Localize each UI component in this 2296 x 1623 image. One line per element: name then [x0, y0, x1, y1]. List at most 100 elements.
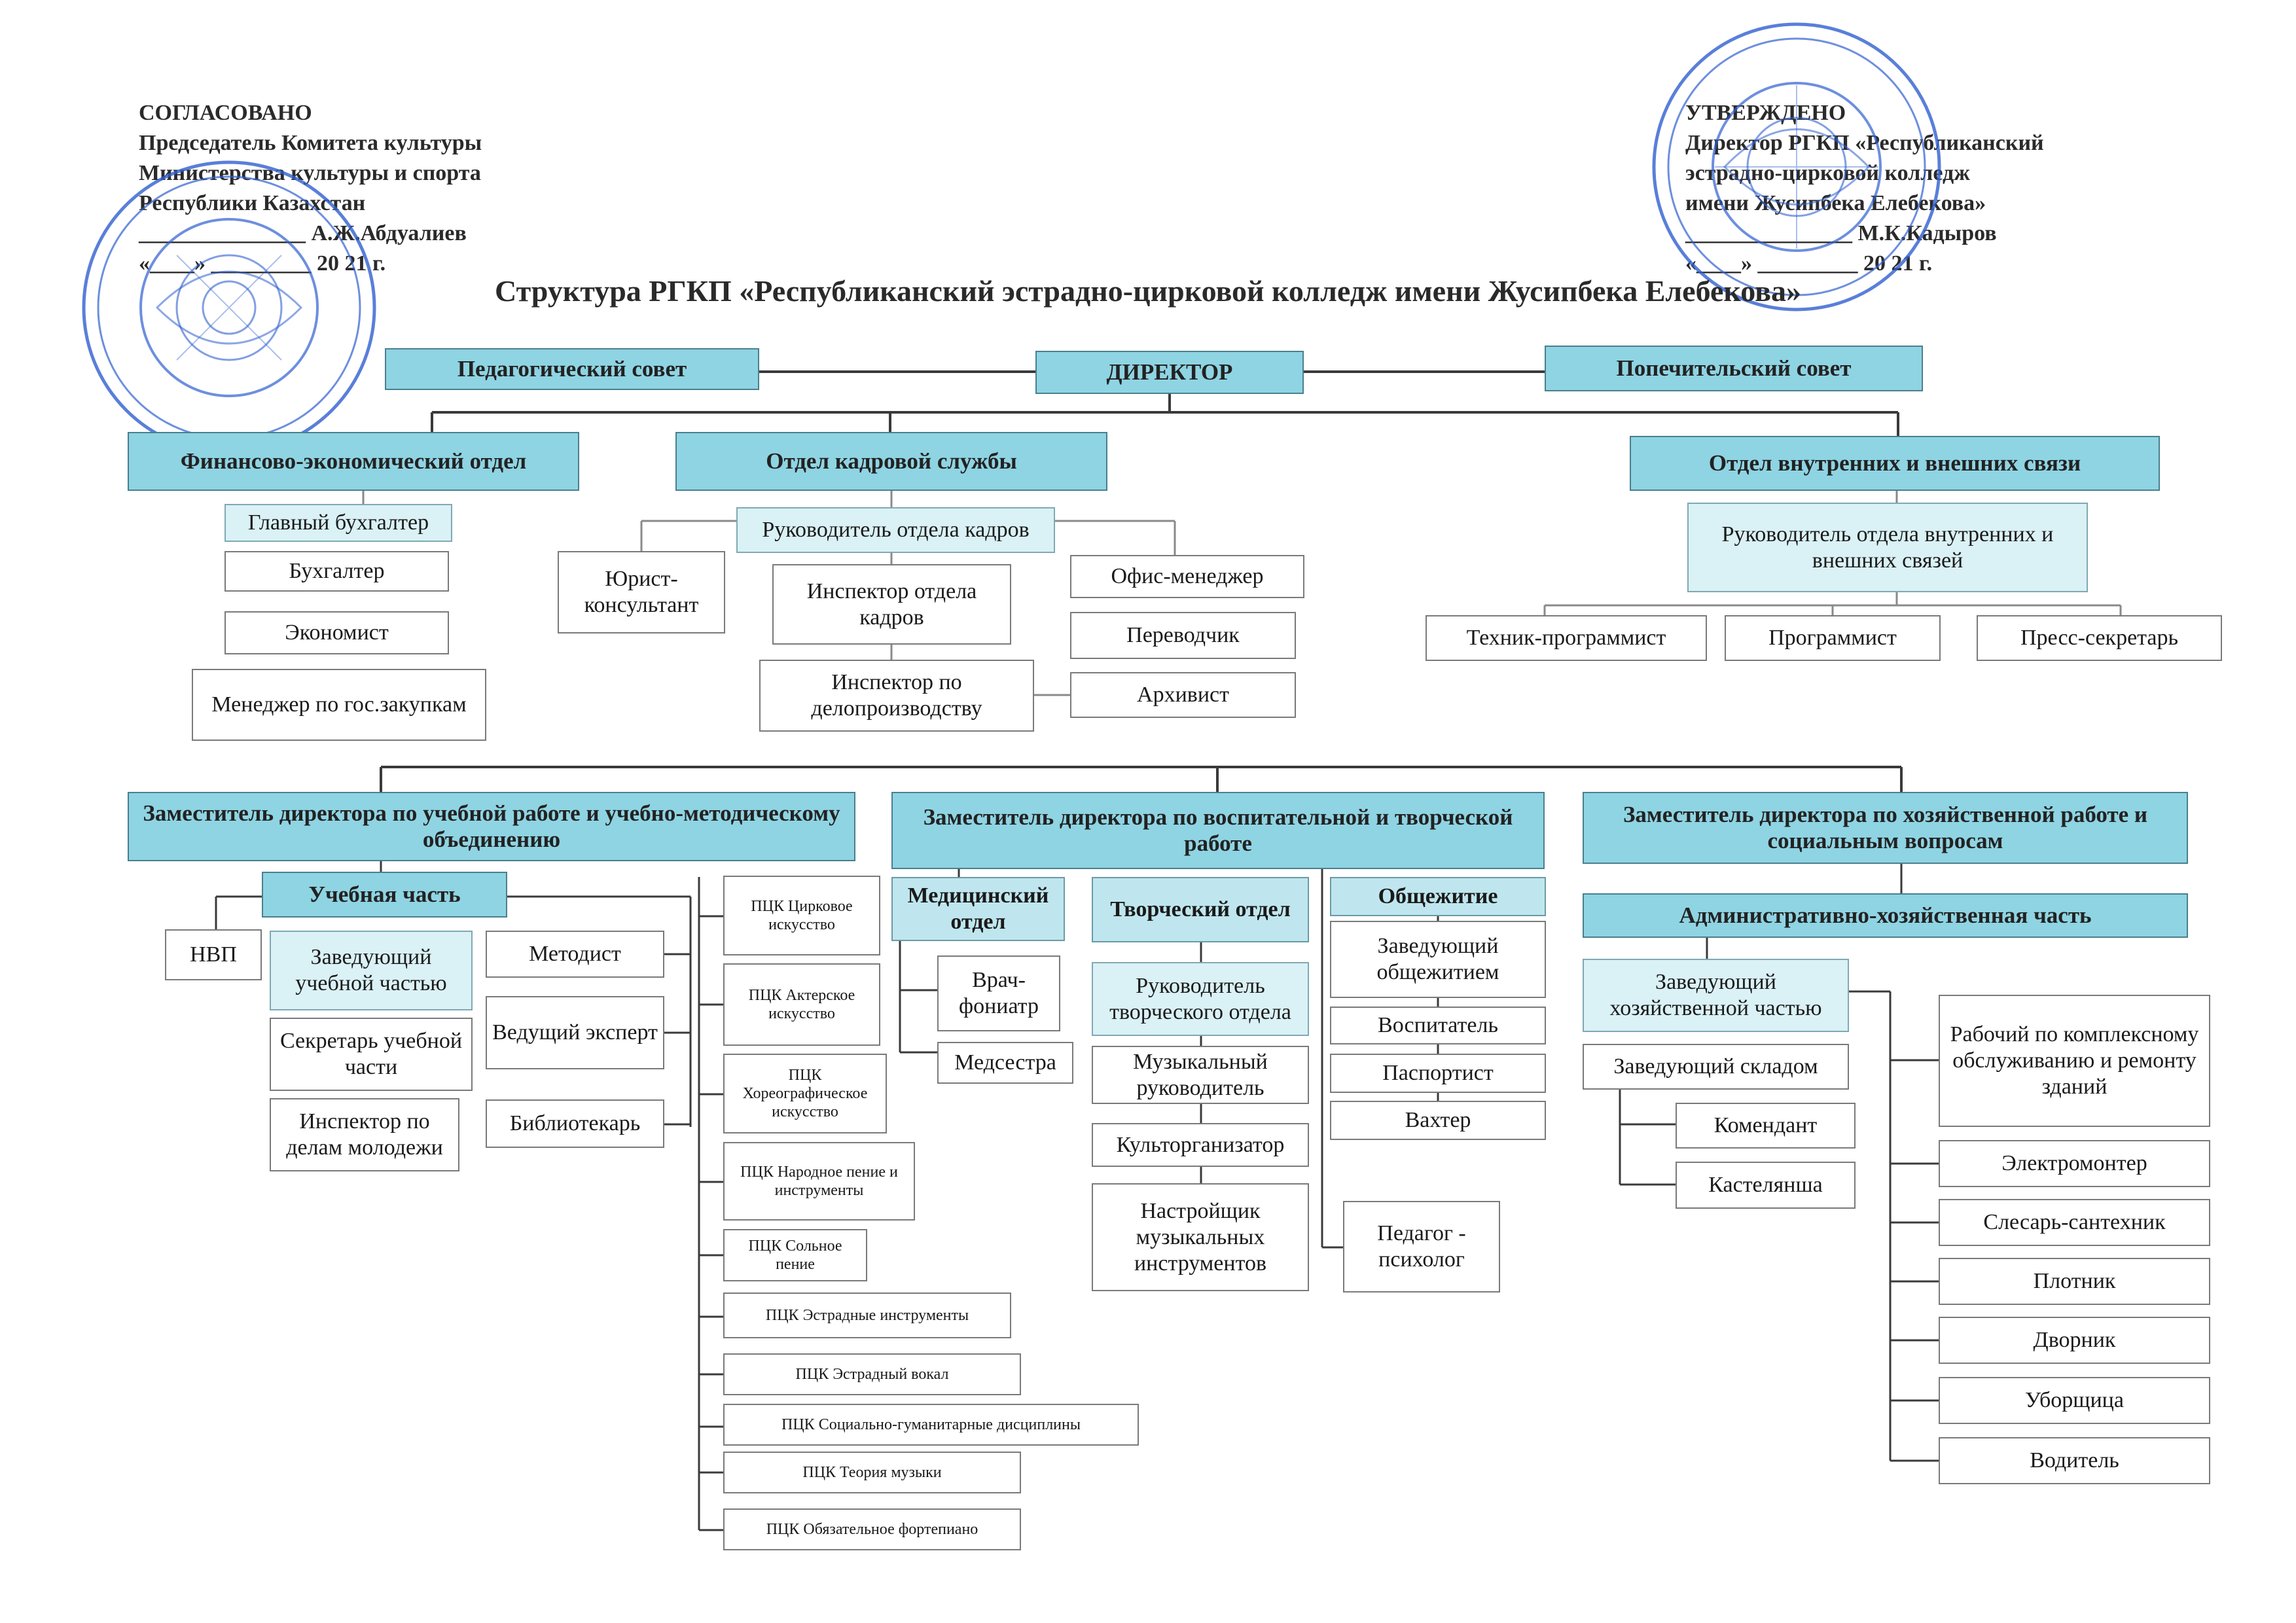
pck-item: ПЦК Эстрадный вокал: [723, 1353, 1021, 1395]
chief-accountant-box: Главный бухгалтер: [224, 504, 452, 542]
finance-dept-box: Финансово-экономический отдел: [128, 432, 579, 491]
relations-item: Техник-программист: [1426, 615, 1707, 661]
creative-item: Культорганизатор: [1092, 1123, 1309, 1167]
pck-estrada-instr-label: ПЦК Эстрадные инструменты: [765, 1307, 969, 1324]
agreed-block: СОГЛАСОВАНО Председатель Комитета культу…: [139, 98, 482, 279]
pck-piano-label: ПЦК Обязательное фортепиано: [766, 1521, 978, 1538]
staff-item: Дворник: [1939, 1317, 2210, 1364]
approved-line1: Директор РГКП «Республиканский: [1685, 131, 2044, 155]
deputy-economic-label: Заместитель директора по хозяйственной р…: [1623, 802, 2148, 853]
creative-dept-box: Творческий отдел: [1092, 877, 1309, 942]
hr-head-label: Руководитель отдела кадров: [762, 518, 1030, 542]
household-head-box: Заведующий хозяйственной частью: [1583, 959, 1849, 1032]
right-stamp-icon: [1652, 22, 1941, 312]
pck-circus-label: ПЦК Цирковое искусство: [751, 898, 853, 933]
janitor-label: Дворник: [2033, 1328, 2116, 1352]
linen-keeper-label: Кастелянша: [1708, 1173, 1823, 1197]
ped-council-label: Педагогический совет: [457, 356, 687, 382]
pck-item: ПЦК Хореографическое искусство: [723, 1054, 887, 1133]
admin-part-label: Административно-хозяйственная часть: [1679, 902, 2092, 928]
finance-item: Менеджер по гос.закупкам: [192, 669, 486, 741]
pck-acting-label: ПЦК Актерское искусство: [748, 987, 855, 1022]
tech-programmer-label: Техник-программист: [1466, 626, 1666, 650]
pck-item: ПЦК Социально-гуманитарные дисциплины: [723, 1404, 1139, 1446]
agreed-line1: Председатель Комитета культуры: [139, 131, 482, 155]
nurse-box: Медсестра: [937, 1042, 1073, 1084]
pck-humanities-label: ПЦК Социально-гуманитарные дисциплины: [781, 1416, 1081, 1433]
warehouse-head-label: Заведующий складом: [1613, 1054, 1818, 1079]
office-manager-label: Офис-менеджер: [1111, 564, 1264, 588]
finance-item: Экономист: [224, 611, 449, 654]
dorm-item: Вахтер: [1330, 1101, 1546, 1140]
study-part-label: Учебная часть: [308, 882, 461, 907]
accountant-label: Бухгалтер: [289, 559, 385, 583]
relations-item: Пресс-секретарь: [1977, 615, 2222, 661]
commandant-label: Комендант: [1713, 1113, 1818, 1137]
expert-label: Ведущий эксперт: [492, 1020, 658, 1044]
deputy-academic-label: Заместитель директора по учебной работе …: [143, 800, 840, 852]
staff-item: Электромонтер: [1939, 1140, 2210, 1187]
librarian-box: Библиотекарь: [486, 1099, 664, 1148]
lawyer-box: Юрист-консультант: [558, 551, 725, 633]
dorm-item: Паспортист: [1330, 1054, 1546, 1093]
music-director-label: Музыкальный руководитель: [1133, 1049, 1268, 1100]
docs-inspector-label: Инспектор по делопроизводству: [811, 670, 982, 721]
ped-council-box: Педагогический совет: [385, 348, 759, 390]
staff-item: Рабочий по комплексному обслуживанию и р…: [1939, 995, 2210, 1127]
dorm-label: Общежитие: [1378, 884, 1498, 908]
staff-item: Уборщица: [1939, 1377, 2210, 1424]
office-manager-box: Офис-менеджер: [1070, 555, 1304, 598]
pck-item: ПЦК Цирковое искусство: [723, 876, 880, 955]
piano-tuner-label: Настройщик музыкальных инструментов: [1134, 1198, 1267, 1275]
page-title: Структура РГКП «Республиканский эстрадно…: [494, 274, 1802, 308]
warehouse-head-box: Заведующий складом: [1583, 1044, 1849, 1090]
linen-keeper-box: Кастелянша: [1676, 1162, 1856, 1209]
tutor-label: Воспитатель: [1378, 1013, 1498, 1037]
deputy-economic-box: Заместитель директора по хозяйственной р…: [1583, 792, 2188, 864]
pck-item: ПЦК Обязательное фортепиано: [723, 1508, 1021, 1550]
passport-officer-label: Паспортист: [1382, 1061, 1494, 1085]
director-box: ДИРЕКТОР: [1035, 351, 1304, 394]
hr-head-box: Руководитель отдела кадров: [736, 507, 1055, 553]
study-head-box: Заведующий учебной частью: [270, 931, 473, 1010]
nvp-label: НВП: [190, 942, 237, 967]
creative-item: Руководитель творческого отдела: [1092, 962, 1309, 1036]
deputy-academic-box: Заместитель директора по учебной работе …: [128, 792, 855, 861]
staff-item: Водитель: [1939, 1437, 2210, 1484]
carpenter-label: Плотник: [2033, 1269, 2116, 1293]
deputy-education-box: Заместитель директора по воспитательной …: [891, 792, 1545, 869]
hr-dept-box: Отдел кадровой службы: [675, 432, 1107, 491]
agreed-label: СОГЛАСОВАНО: [139, 101, 312, 125]
translator-label: Переводчик: [1126, 623, 1240, 647]
study-part-box: Учебная часть: [262, 872, 507, 918]
dorm-item: Воспитатель: [1330, 1007, 1546, 1044]
procurement-manager-label: Менеджер по гос.закупкам: [211, 692, 467, 717]
dorm-box: Общежитие: [1330, 877, 1546, 916]
agreed-date: «____» _________ 20 21 г.: [139, 251, 386, 276]
agreed-signature: _______________ А.Ж.Абдуалиев: [139, 221, 467, 245]
relations-head-box: Руководитель отдела внутренних и внешних…: [1687, 503, 2088, 592]
watchman-label: Вахтер: [1405, 1108, 1471, 1132]
medical-dept-box: Медицинский отдел: [891, 877, 1065, 941]
translator-box: Переводчик: [1070, 612, 1296, 659]
relations-head-label: Руководитель отдела внутренних и внешних…: [1721, 522, 2054, 573]
dorm-head-label: Заведующий общежитием: [1376, 934, 1499, 984]
admin-part-box: Административно-хозяйственная часть: [1583, 893, 2188, 938]
director-label: ДИРЕКТОР: [1106, 359, 1233, 385]
creative-head-label: Руководитель творческого отдела: [1109, 973, 1291, 1024]
pck-theory-label: ПЦК Теория музыки: [802, 1464, 942, 1481]
agreed-line3: Республики Казахстан: [139, 191, 366, 215]
pck-item: ПЦК Народное пение и инструменты: [723, 1142, 915, 1221]
docs-inspector-box: Инспектор по делопроизводству: [759, 660, 1034, 732]
phoniatrist-box: Врач-фониатр: [937, 955, 1060, 1031]
youth-inspector-label: Инспектор по делам молодежи: [286, 1109, 443, 1160]
pck-item: ПЦК Эстрадные инструменты: [723, 1293, 1011, 1338]
librarian-label: Библиотекарь: [509, 1111, 641, 1135]
creative-item: Музыкальный руководитель: [1092, 1046, 1309, 1104]
creative-dept-label: Творческий отдел: [1110, 897, 1291, 921]
driver-label: Водитель: [2030, 1448, 2119, 1472]
study-secretary-label: Секретарь учебной части: [279, 1029, 463, 1079]
household-head-label: Заведующий хозяйственной частью: [1609, 970, 1822, 1020]
staff-item: Слесарь-сантехник: [1939, 1199, 2210, 1246]
youth-inspector-box: Инспектор по делам молодежи: [270, 1098, 459, 1171]
